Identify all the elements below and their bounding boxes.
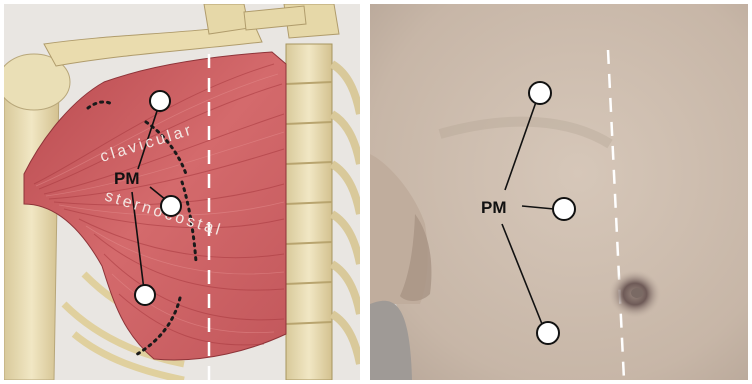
chest-photo-panel: PM (370, 4, 748, 380)
chest-photo: PM (370, 4, 748, 380)
anatomy-illustration: clavicular sternocostal PM (4, 4, 360, 380)
marker-lower (537, 322, 559, 344)
marker-costal (135, 285, 155, 305)
marker-upper (529, 82, 551, 104)
anatomy-illustration-panel: clavicular sternocostal PM (4, 4, 360, 380)
nipple-center (631, 288, 643, 298)
torso-skin (370, 4, 748, 380)
sternum-spine (286, 44, 332, 380)
pm-label: PM (114, 169, 140, 188)
marker-middle (553, 198, 575, 220)
marker-clavicular (150, 91, 170, 111)
marker-sternal (161, 196, 181, 216)
pm-label: PM (481, 198, 507, 217)
